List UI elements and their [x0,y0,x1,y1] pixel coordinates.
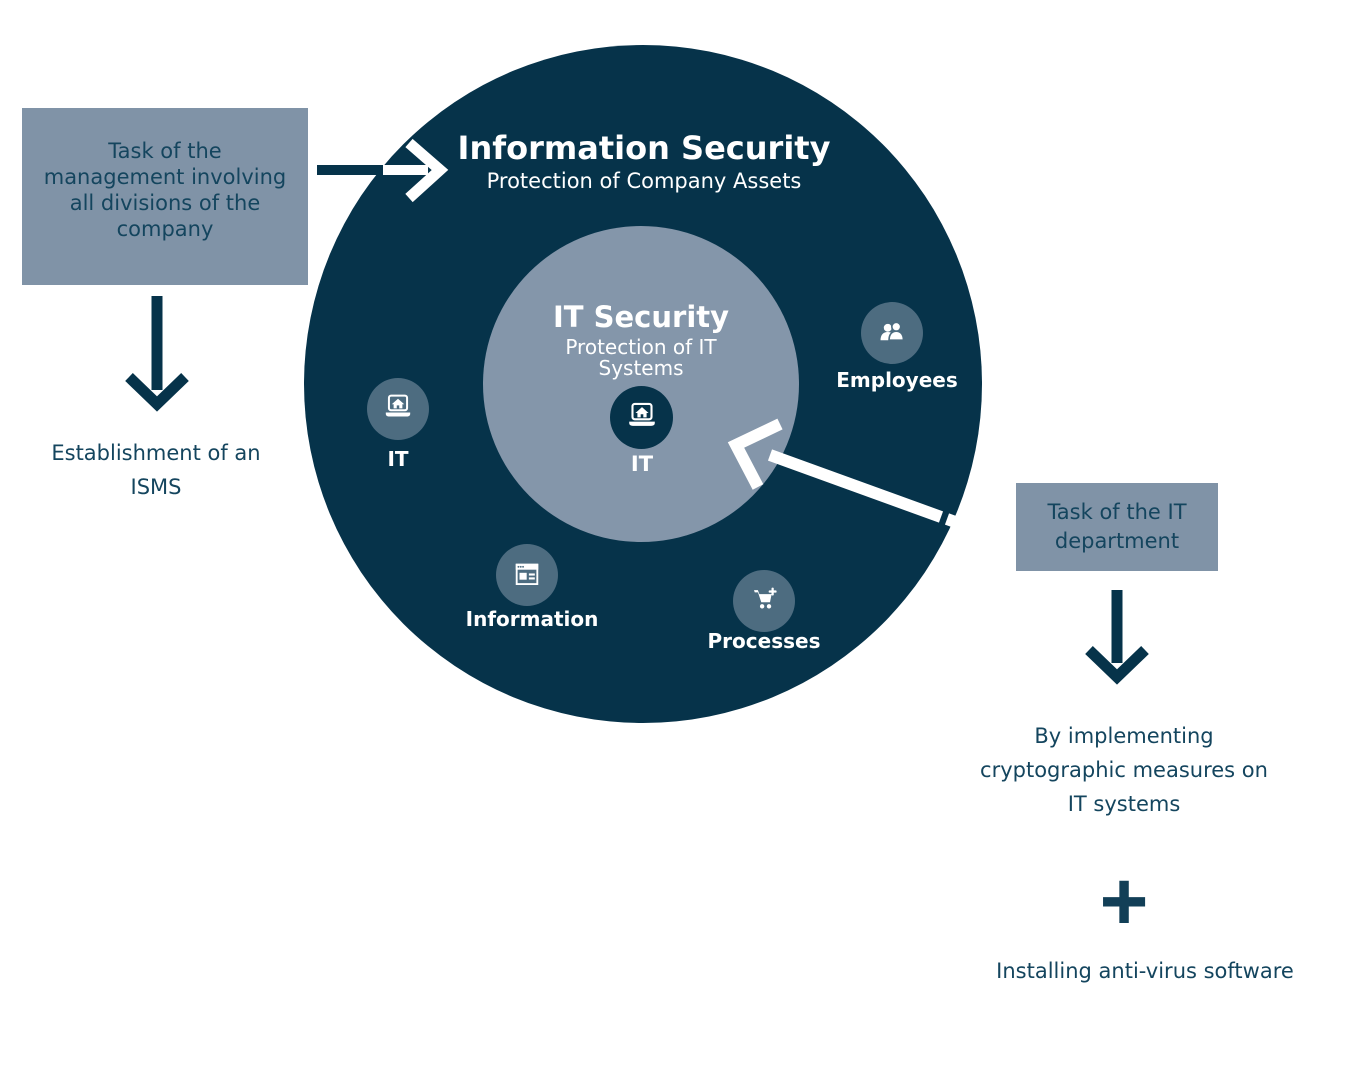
cart-plus-icon [754,587,777,609]
down-arrow-right [1085,590,1149,685]
it-security-title: IT Security [552,300,730,334]
management-task-box: Task of the management involving all div… [22,108,308,285]
browser-window-icon [515,563,539,585]
node-employees-label: Employees [836,368,958,392]
isms-result-text: Establishment of an ISMS [51,441,261,499]
it-security-subtitle: Protection of IT Systems [565,335,717,380]
center-it-badge [610,386,673,449]
information-security-heading: Information Security Protection of Compa… [394,130,894,193]
antivirus-text: Installing anti-virus software [996,959,1294,983]
people-icon [880,321,905,342]
it-security-circle [483,226,799,542]
crypto-measures-text: By implementing cryptographic measures o… [980,724,1268,816]
down-arrow-left [125,296,189,412]
node-processes-badge [733,570,795,632]
node-information-badge [496,544,558,606]
node-employees-badge [861,302,923,364]
laptop-home-icon [628,402,655,426]
it-security-heading: IT Security Protection of IT Systems [491,301,791,379]
laptop-home-icon [385,394,411,417]
node-it-badge [367,378,429,440]
plus-icon: + [1096,864,1152,938]
management-task-text: Task of the management involving all div… [43,138,287,241]
node-information-label: Information [465,607,599,631]
node-processes-label: Processes [707,629,821,653]
it-department-task-box: Task of the IT department [1016,483,1218,571]
node-it-label: IT [387,447,409,471]
center-it-label: IT [630,452,654,476]
information-security-title: Information Security [457,129,831,167]
information-security-subtitle: Protection of Company Assets [486,169,802,193]
it-department-task-text: Task of the IT department [1047,500,1187,553]
